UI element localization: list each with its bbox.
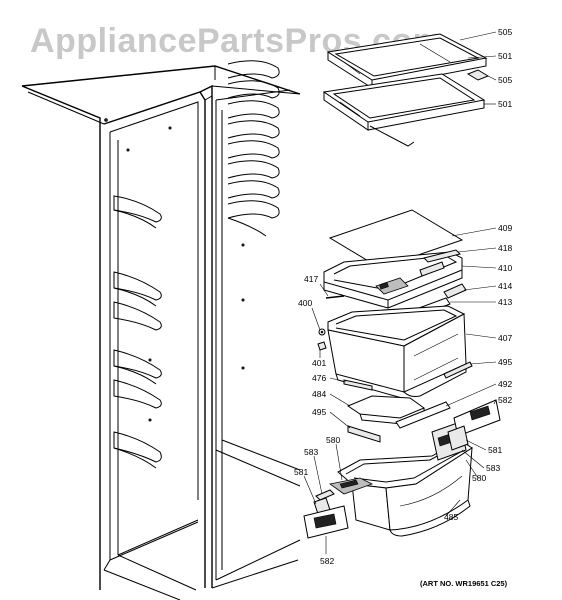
- callout-492: 492: [498, 379, 512, 389]
- slide-rail-495-lower: [347, 425, 381, 443]
- shelf-end-cap-505: [466, 69, 490, 81]
- crisper-pan-clip-401: [317, 341, 327, 351]
- callout-505-top: 505: [498, 27, 512, 37]
- snack-pan-handle-580: [329, 477, 374, 495]
- callout-485: 485: [444, 512, 458, 522]
- pan-support-484: [346, 395, 426, 425]
- crisper-pan-screw-400: [318, 328, 326, 336]
- callout-400: 400: [298, 298, 312, 308]
- shelf-supports-left: [113, 195, 162, 469]
- callout-580-upper: 580: [326, 435, 340, 445]
- pan-support-trim-492: [395, 401, 451, 429]
- callout-495-right: 495: [498, 357, 512, 367]
- callout-583-right: 583: [486, 463, 500, 473]
- callout-505-lower: 505: [498, 75, 512, 85]
- callout-583-left: 583: [304, 447, 318, 457]
- callout-581-left: 581: [294, 467, 308, 477]
- callout-501-lower: 501: [498, 99, 512, 109]
- callout-582-lower: 582: [320, 556, 334, 566]
- callout-401: 401: [312, 358, 326, 368]
- callout-418: 418: [498, 243, 512, 253]
- callout-476: 476: [312, 373, 326, 383]
- callout-407: 407: [498, 333, 512, 343]
- callout-labels: 505 501 505 501 409 418 410 417 414 413 …: [294, 27, 512, 566]
- callout-582-upper: 582: [498, 395, 512, 405]
- refrigerator-cabinet: [21, 65, 301, 600]
- cover-rod-417: [325, 295, 345, 299]
- callout-409: 409: [498, 223, 512, 233]
- callout-580-lower: 580: [472, 473, 486, 483]
- art-number: (ART NO. WR19651 C25): [420, 579, 508, 588]
- leader-lines: [303, 31, 497, 554]
- snack-pan-485: [337, 439, 473, 537]
- slide-rail-476: [343, 379, 373, 391]
- callout-484: 484: [312, 389, 326, 399]
- end-cap-581-upper: [447, 425, 469, 451]
- callout-581-right: 581: [488, 445, 502, 455]
- end-cap-582-lower: [303, 505, 349, 539]
- freezer-shelf-ribs: [227, 60, 280, 237]
- callout-495-left: 495: [312, 407, 326, 417]
- slide-rail-495-upper: [443, 361, 473, 379]
- upper-glass-shelf: [326, 33, 488, 89]
- crisper-cover-glass-409: [328, 209, 464, 269]
- callout-417: 417: [304, 274, 318, 284]
- callout-414: 414: [498, 281, 512, 291]
- callout-413: 413: [498, 297, 512, 307]
- callout-410: 410: [498, 263, 512, 273]
- snack-pan-slide-583: [315, 489, 335, 501]
- crisper-pan-407: [327, 305, 467, 399]
- callout-501-top: 501: [498, 51, 512, 61]
- humidity-control-slide-414: [443, 283, 467, 299]
- lower-glass-shelf: [322, 73, 486, 147]
- crisper-cover-frame-410: [323, 251, 463, 309]
- crisper-cover-rail-418: [423, 249, 461, 263]
